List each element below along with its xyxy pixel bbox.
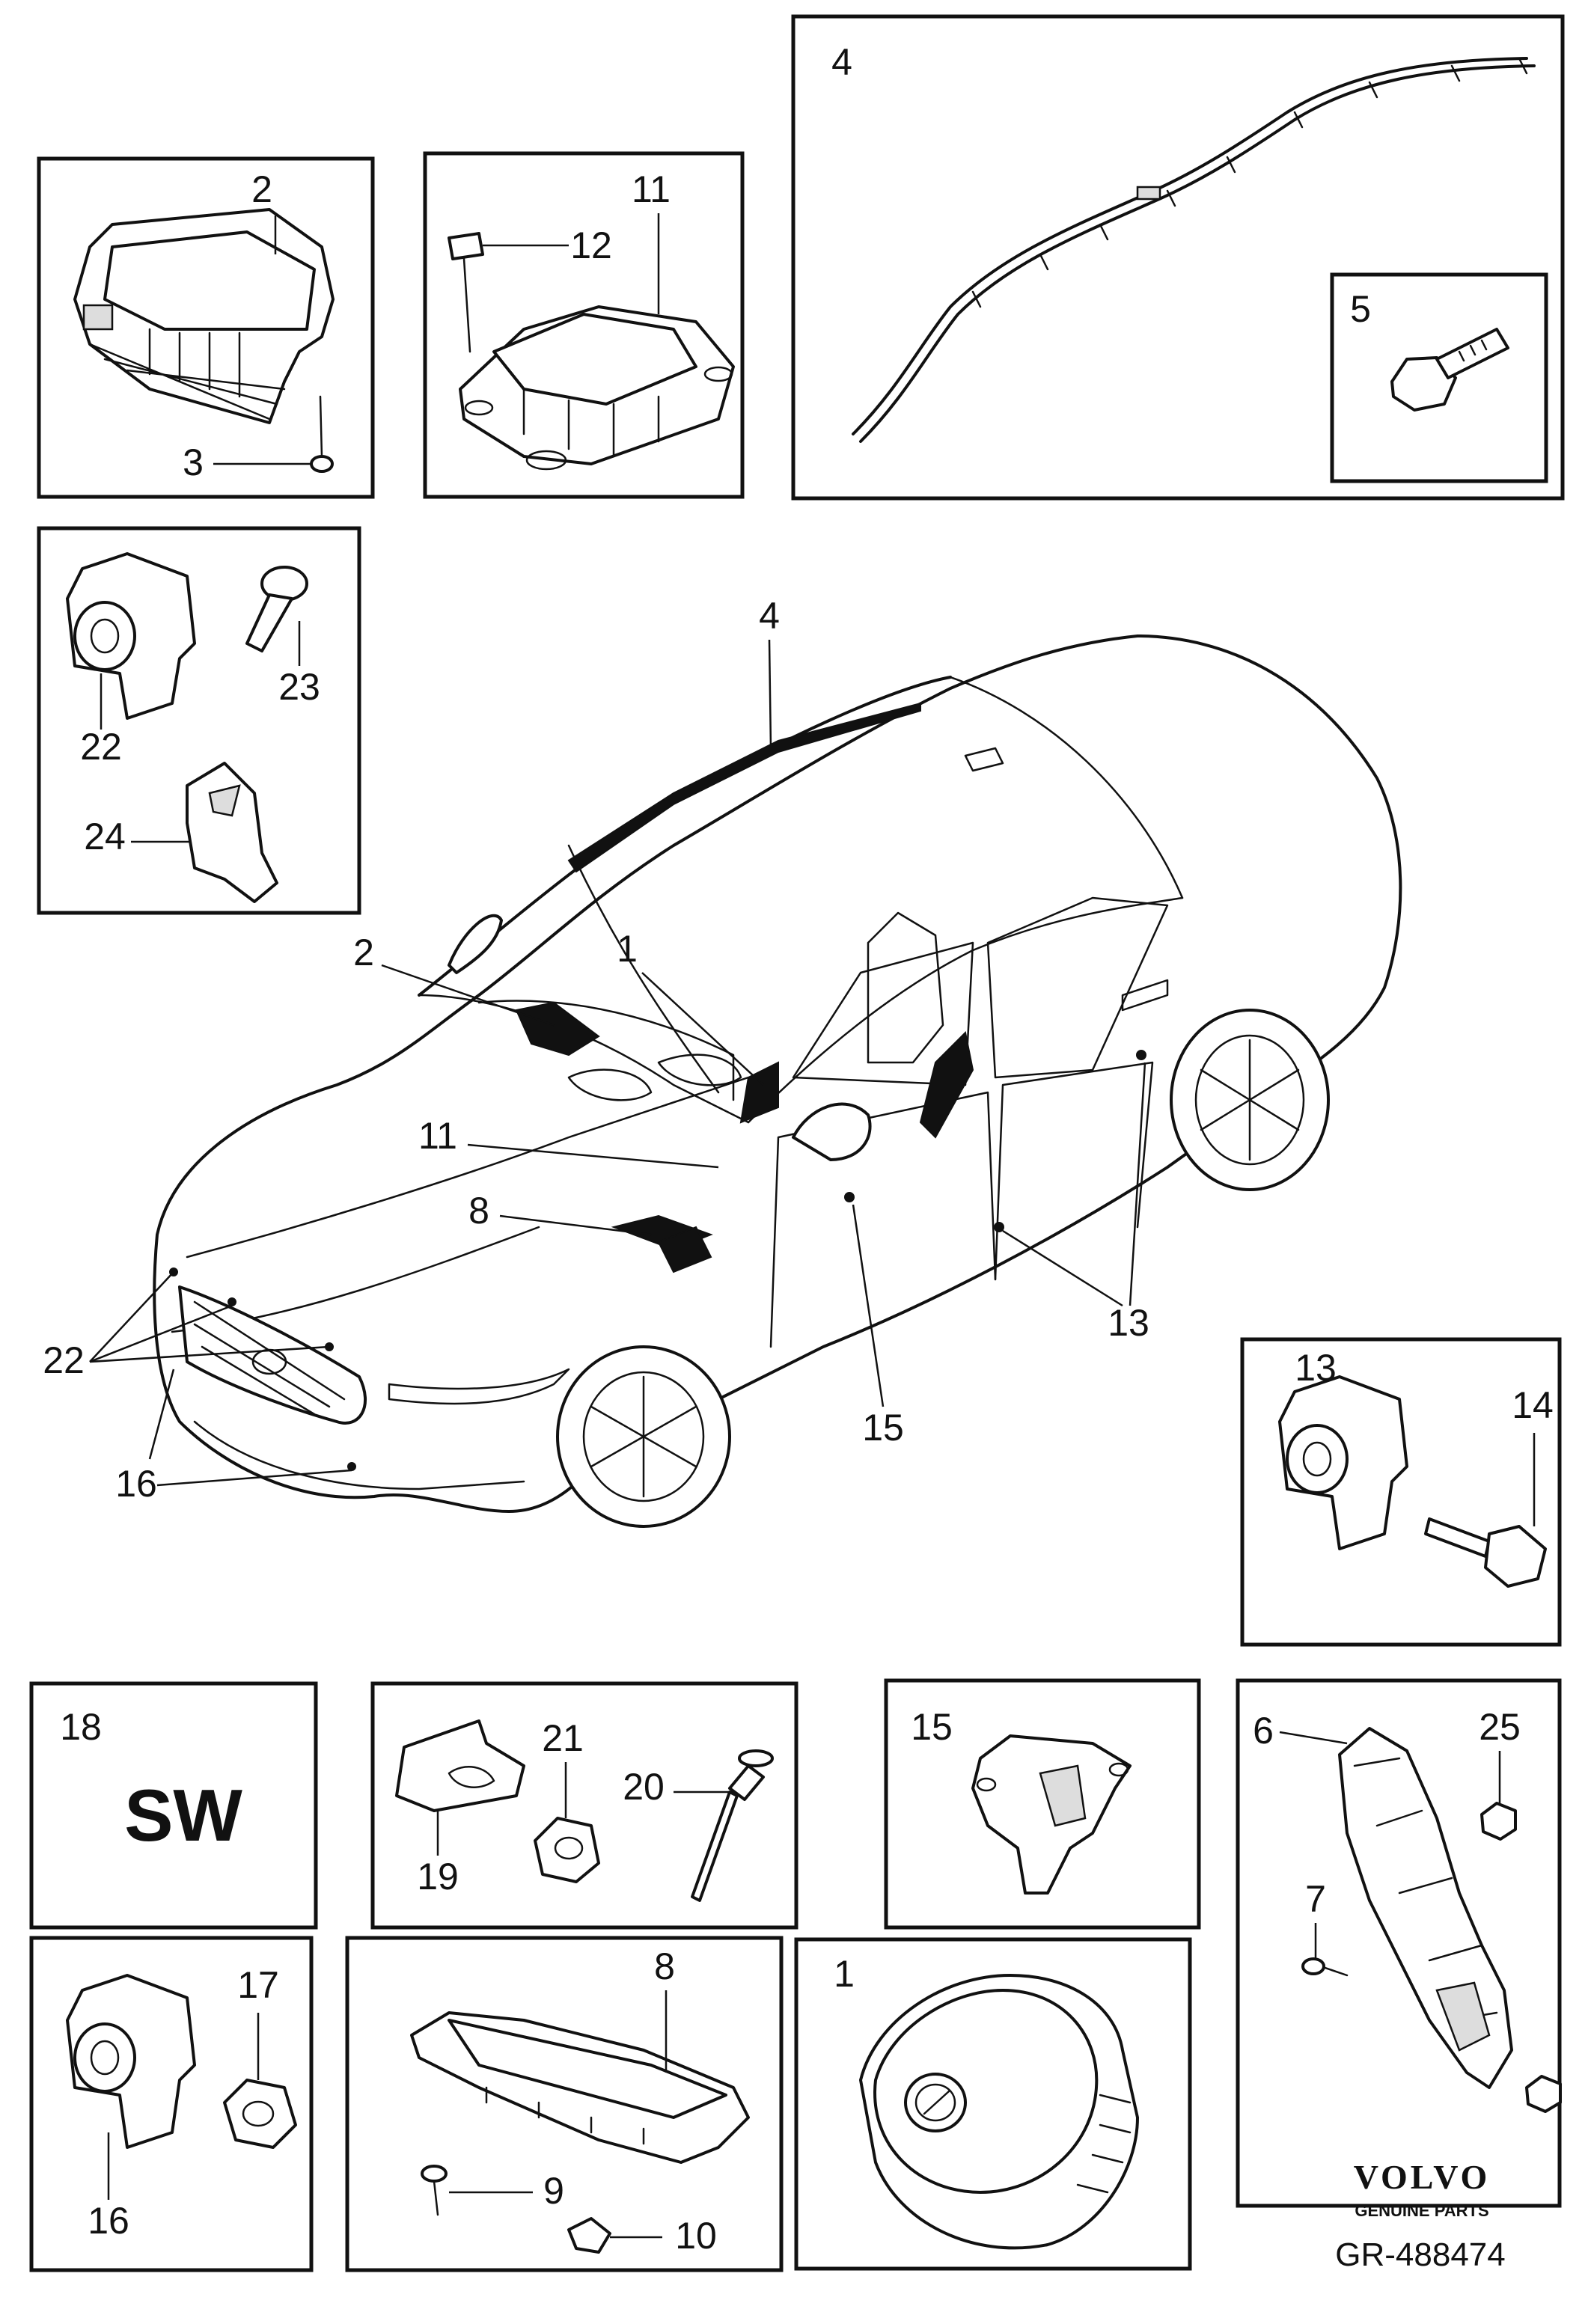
callout-4-panel: 4 [831, 41, 852, 83]
callout-1: 1 [834, 1953, 855, 1995]
screw-part-9 [421, 2165, 448, 2216]
callout-2-vehicle: 2 [353, 932, 374, 973]
callout-20: 20 [623, 1766, 665, 1808]
callout-21: 21 [542, 1717, 584, 1759]
callout-11-vehicle: 11 [418, 1115, 457, 1157]
nut-part-21 [534, 1817, 600, 1883]
curtain-airbag-on-car [567, 702, 921, 873]
rear-wheel [1170, 1009, 1330, 1191]
airbag-control-module [459, 305, 735, 471]
vehicle-callouts: 4 2 1 11 8 13 15 22 16 [43, 595, 1149, 1505]
panel-part-18: 18 SW [29, 1681, 318, 1930]
driver-airbag-part-1 [859, 1974, 1139, 2250]
knee-airbag-part-8 [410, 2011, 750, 2164]
callout-9: 9 [543, 2170, 564, 2212]
software-label: SW [124, 1774, 242, 1856]
callout-16: 16 [88, 2200, 129, 2242]
callout-4-vehicle: 4 [759, 595, 780, 637]
bracket-part-24 [186, 762, 278, 903]
callout-16-vehicle: 16 [115, 1463, 157, 1505]
callout-13-vehicle: 13 [1108, 1302, 1149, 1344]
sensor-part-15 [971, 1734, 1132, 1895]
callout-7: 7 [1305, 1878, 1326, 1920]
callout-25: 25 [1479, 1706, 1521, 1748]
volvo-logo: VOLVO GENUINE PARTS [1354, 2158, 1491, 2220]
curtain-airbag [852, 57, 1536, 443]
callout-22-panel: 22 [80, 726, 122, 768]
callout-12: 12 [570, 224, 612, 266]
passenger-airbag-on-car [515, 1001, 600, 1056]
catalog-reference: GR-488474 [1335, 2236, 1505, 2273]
callout-15-vehicle: 15 [862, 1407, 904, 1449]
callout-13: 13 [1295, 1347, 1337, 1389]
panel-part-8-9-10: 8 9 10 [345, 1936, 784, 2272]
callout-8: 8 [654, 1945, 675, 1987]
brand-name: VOLVO [1354, 2158, 1491, 2196]
callout-14: 14 [1512, 1384, 1554, 1426]
bracket-part-19 [395, 1719, 525, 1812]
callout-1-vehicle: 1 [617, 928, 638, 970]
side-airbag-part-6 [1338, 1727, 1513, 2089]
callout-3: 3 [183, 441, 204, 483]
impact-sensor-part-13 [1278, 1375, 1408, 1550]
callout-23: 23 [278, 666, 320, 708]
callout-5: 5 [1350, 288, 1371, 330]
brand-tagline: GENUINE PARTS [1355, 2201, 1488, 2220]
front-wheel [556, 1345, 731, 1528]
panel-part-1: 1 [794, 1937, 1192, 2271]
vehicle-illustration [153, 634, 1402, 1528]
nut-part-25 [1480, 1802, 1562, 2113]
impact-sensor-part-16 [66, 1974, 196, 2149]
panel-part-15: 15 [884, 1678, 1201, 1930]
rivet-part-20 [691, 1749, 774, 1902]
callout-2: 2 [251, 168, 272, 210]
panel-part-2: 2 3 [37, 156, 375, 499]
callout-10: 10 [675, 2215, 717, 2257]
panel-part-6-7-25: 6 25 7 [1236, 1678, 1562, 2208]
screw-part-3 [310, 395, 334, 473]
panel-part-22-23-24: 23 22 24 [37, 526, 361, 915]
screw-part-23 [245, 566, 308, 652]
callout-17: 17 [237, 1964, 279, 2006]
panel-part-4-5: 4 5 [791, 14, 1565, 501]
callout-15: 15 [911, 1706, 953, 1748]
side-airbag-on-car [919, 1030, 974, 1139]
panel-part-16-17: 17 16 [29, 1936, 314, 2272]
clip-part-10 [567, 2217, 611, 2254]
callout-24: 24 [84, 816, 126, 857]
callout-19: 19 [417, 1856, 459, 1898]
callout-11: 11 [632, 168, 671, 210]
screw-part-7 [1301, 1957, 1349, 1977]
panel-part-13-14: 13 14 [1240, 1337, 1562, 1647]
callout-22-vehicle: 22 [43, 1339, 85, 1381]
bolt-part-14 [1424, 1517, 1547, 1588]
callout-8-vehicle: 8 [468, 1190, 489, 1232]
passenger-airbag-module [73, 208, 335, 424]
bolt-part-12 [448, 232, 484, 353]
panel-part-11-12: 11 12 [423, 151, 745, 499]
callout-6: 6 [1253, 1710, 1274, 1752]
bolt-part-5 [1390, 328, 1509, 412]
callout-18: 18 [60, 1706, 102, 1748]
panel-part-19-20-21: 19 21 20 [370, 1681, 798, 1930]
impact-sensor-part-22 [66, 552, 196, 720]
nut-part-17 [223, 2079, 297, 2149]
